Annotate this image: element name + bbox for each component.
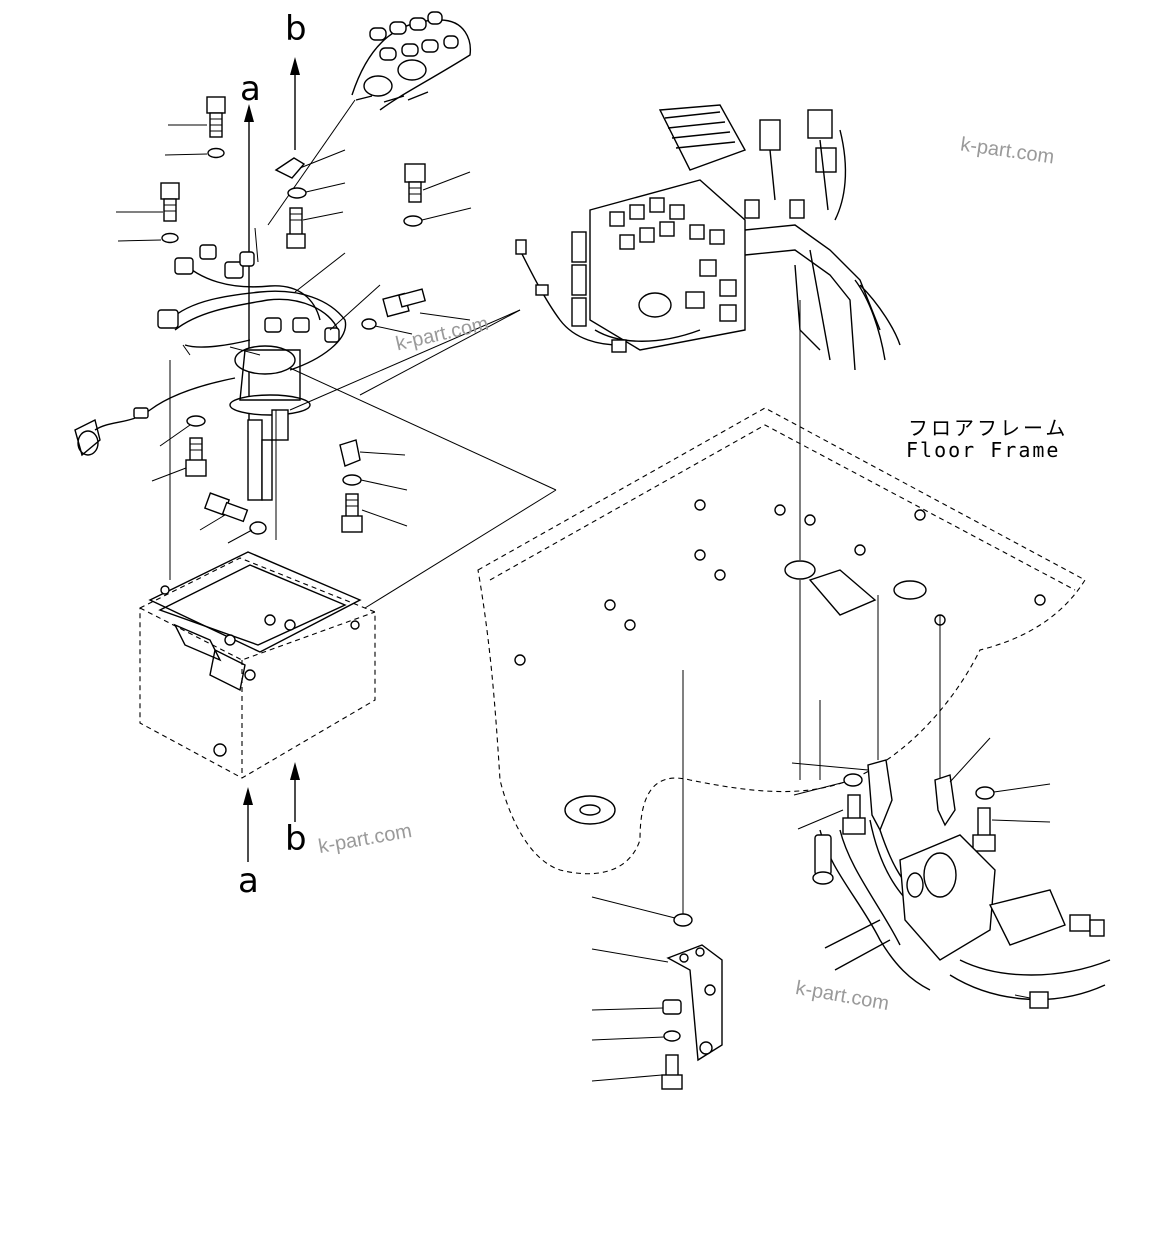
washer-left-2 (117, 232, 179, 244)
arrow-label-b-top: b (285, 9, 307, 49)
floor-frame-label-en: Floor Frame (906, 438, 1061, 462)
connector-bundle-top (267, 11, 472, 226)
bracket-right (791, 737, 1051, 852)
bolt-lower-angled (199, 492, 249, 531)
clamp-lower (339, 439, 406, 467)
bolt-top-2 (286, 207, 344, 249)
bolt-mid-right (404, 163, 471, 203)
floor-frame (477, 407, 1086, 875)
cable-bundle-right (744, 109, 901, 371)
floor-frame-label-jp: フロアフレーム (908, 416, 1069, 440)
washer-lower-angled (227, 521, 267, 544)
bolt-left-2 (116, 182, 180, 222)
arrow-label-a-bottom: a (238, 861, 259, 901)
valve-assembly (812, 819, 1111, 1009)
washer-lower-right (342, 474, 408, 491)
washer-lower-left (159, 415, 206, 447)
washer-mid-right (403, 207, 472, 227)
bolt-lower-right (341, 493, 408, 533)
arrow-b-top (290, 57, 300, 150)
washer-top-2 (287, 182, 346, 199)
sensor-cable (74, 377, 236, 457)
arrow-b-bottom (290, 762, 300, 822)
bolt-angled-right (361, 288, 471, 335)
arrow-label-a-top: a (240, 69, 261, 109)
bolt-lower-left (151, 437, 207, 482)
fuse-relay-assembly (515, 104, 747, 353)
bracket-bottom (591, 896, 723, 1090)
mounting-box (139, 551, 376, 779)
washer-left-1 (164, 147, 225, 159)
clamp-top (274, 149, 346, 179)
bolt-left-1 (168, 96, 226, 138)
arrow-label-b-bottom: b (285, 819, 307, 859)
arrow-a-bottom (243, 787, 253, 862)
